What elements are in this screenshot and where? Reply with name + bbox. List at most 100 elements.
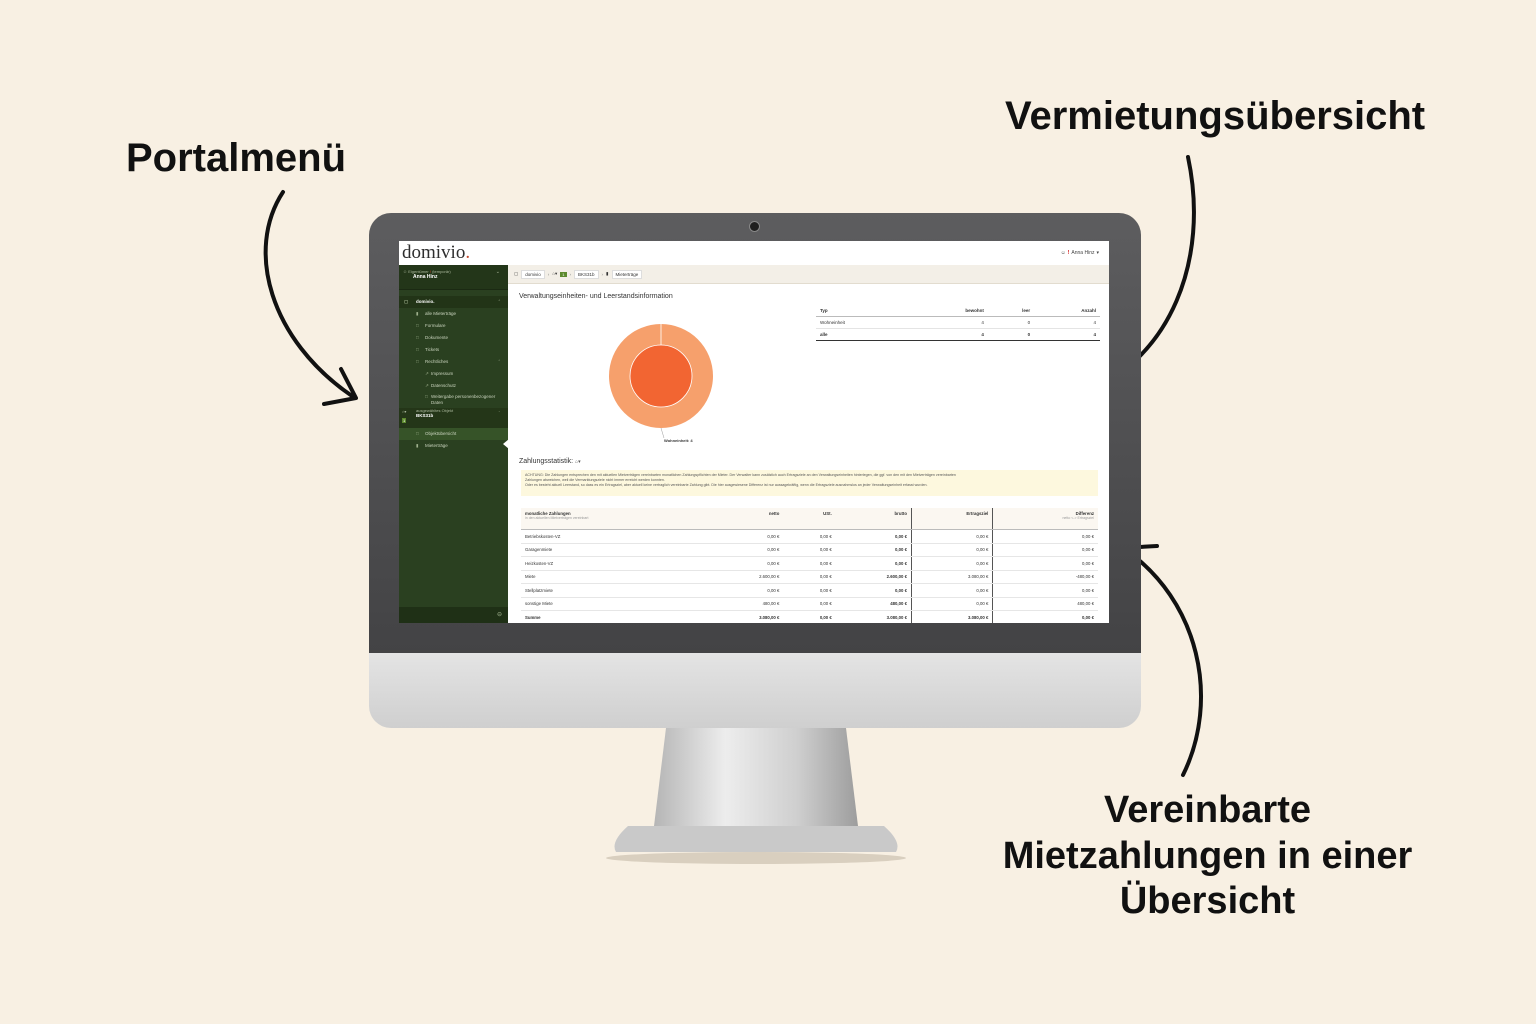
payments-cell-brutto: 2.600,00 € — [835, 570, 912, 584]
units-total-typ: alle — [816, 328, 912, 341]
payments-cell-netto: 0,00 € — [709, 529, 784, 544]
payments-cell-ust: 0,00 € — [783, 543, 836, 557]
payments-cell-label: Betriebskosten-VZ — [521, 529, 709, 544]
app-logo[interactable]: domivio. — [402, 242, 471, 263]
payments-cell-netto: 0,00 € — [709, 556, 784, 571]
breadcrumb-object[interactable]: BKS31b — [574, 269, 599, 279]
table-row: Miete 2.600,00 € 0,00 € 2.600,00 € 3.080… — [521, 570, 1098, 584]
breadcrumb: ▢ domivio › ⌂▾ 1 › BKS31b › ▮ Mieterträg… — [508, 265, 1109, 284]
user-menu[interactable]: ☺ ! Anna Hinz ▾ — [1061, 250, 1099, 256]
monitor-foot — [614, 826, 898, 852]
callout-mietzahlungen-line-1: Vereinbarte — [1104, 789, 1311, 831]
payments-cell-ertragsziel: 0,00 € — [910, 543, 993, 557]
payments-total-netto: 3.080,00 € — [709, 610, 784, 623]
units-col-typ: Typ — [816, 305, 912, 317]
sidebar-item-alle-mietertraege[interactable]: ▮alle Mieterträge — [399, 308, 508, 320]
payments-cell-differenz: 0,00 € — [992, 556, 1098, 571]
payments-cell-ertragsziel: 0,00 € — [910, 583, 993, 598]
units-cell-leer: 0 — [987, 316, 1035, 329]
payments-table: monatliche Zahlungen in den aktuellen Mi… — [521, 508, 1098, 623]
sidebar-item-mietertraege[interactable]: ▮Mieterträge — [399, 440, 508, 452]
payments-col-differenz-sub: netto <-> Ertragsziel — [1062, 516, 1094, 520]
collapse-icon[interactable]: ⊖ — [496, 612, 502, 618]
payments-col-label: monatliche Zahlungen in den aktuellen Mi… — [521, 508, 709, 530]
table-row: Betriebskosten-VZ 0,00 € 0,00 € 0,00 € 0… — [521, 529, 1098, 544]
payments-cell-ust: 0,00 € — [783, 597, 836, 611]
chevron-right-icon: › — [547, 271, 550, 277]
sidebar-owner[interactable]: ☺ Eigentümer ! (temporär) Anna Hinz ⌄ — [399, 265, 508, 290]
payments-cell-brutto: 0,00 € — [835, 529, 912, 544]
payments-col-brutto: brutto — [835, 508, 912, 530]
donut-label: Wohneinheit: 4 — [664, 438, 693, 443]
payments-total-brutto: 3.080,00 € — [835, 610, 912, 623]
building-icon: ▢ — [514, 271, 519, 276]
payments-cell-ertragsziel: 3.080,00 € — [910, 570, 993, 584]
home-filter-icon[interactable]: ⌂▾ — [575, 459, 581, 465]
breadcrumb-root[interactable]: domivio — [521, 269, 545, 279]
units-cell-bewohnt: 4 — [911, 316, 988, 329]
payments-cell-differenz: 480,00 € — [992, 597, 1098, 611]
payments-col-ertragsziel: Ertragsziel — [910, 508, 993, 530]
user-warning-icon: ! — [1067, 250, 1070, 256]
payments-cell-differenz: -480,00 € — [992, 570, 1098, 584]
chart-icon: ▮ — [416, 443, 419, 448]
donut-label-leader — [660, 427, 665, 439]
sidebar-item-objektuebersicht[interactable]: □Objektübersicht — [399, 428, 508, 440]
callout-vermietungsuebersicht: Vermietungsübersicht — [1005, 94, 1426, 138]
payments-cell-ust: 0,00 € — [783, 529, 836, 544]
units-section-title: Verwaltungseinheiten- und Leerstandsinfo… — [519, 293, 673, 300]
units-table: Typ bewohnt leer Anzahl Wohneinheit 4 0 … — [816, 305, 1100, 341]
form-icon: □ — [416, 323, 419, 328]
table-row: Wohneinheit 4 0 4 — [816, 316, 1100, 329]
sidebar-head-domivio[interactable]: ▢ domivio. ˆ — [399, 296, 508, 308]
units-donut-chart: Wohneinheit: 4 — [609, 324, 713, 443]
units-total-bewohnt: 4 — [911, 328, 988, 341]
units-col-leer: leer — [987, 305, 1035, 317]
monitor-camera — [749, 221, 760, 232]
units-cell-anzahl: 4 — [1034, 316, 1100, 329]
payments-col-ust: USt. — [783, 508, 836, 530]
breadcrumb-page[interactable]: Mieterträge — [611, 269, 643, 279]
callout-mietzahlungen-line-3: Übersicht — [1119, 880, 1296, 923]
sidebar-item-datenschutz[interactable]: ↗Datenschutz — [399, 380, 508, 392]
external-link-icon: ↗ — [425, 383, 429, 388]
chevron-up-icon: ˆ — [498, 299, 501, 304]
owner-name: Anna Hinz — [413, 274, 438, 280]
payments-cell-brutto: 0,00 € — [835, 583, 912, 598]
document-icon: □ — [425, 394, 428, 399]
home-icon[interactable]: ⌂▾ — [552, 271, 558, 276]
breadcrumb-count-badge: 1 — [560, 271, 567, 277]
chevron-down-icon: ⌄ — [495, 269, 500, 275]
arrow-mietzahlungen — [1121, 546, 1203, 777]
sidebar-item-dokumente[interactable]: □Dokumente — [399, 332, 508, 344]
chevron-right-icon: › — [601, 271, 604, 277]
sidebar-item-weitergabe[interactable]: □Weitergabe personenbezogener Daten — [425, 394, 496, 405]
payments-cell-label: Heizkosten-VZ — [521, 556, 709, 571]
user-icon: ☺ — [1060, 250, 1066, 256]
payments-col-label-sub: in den aktuellen Mietverträgen vereinbar… — [525, 516, 589, 520]
payments-cell-brutto: 0,00 € — [835, 543, 912, 557]
units-total-anzahl: 4 — [1034, 328, 1100, 341]
owner-role: Eigentümer — [408, 269, 429, 274]
payments-cell-label: Stellplatzmiete — [521, 583, 709, 598]
payments-cell-ertragsziel: 0,00 € — [910, 556, 993, 571]
sidebar-selected-object[interactable]: ⌂▾ ausgewähltes Objekt 1 BKS31b ˆ — [399, 408, 508, 428]
table-row: sonstige Miete 480,00 € 0,00 € 480,00 € … — [521, 597, 1098, 611]
sidebar-item-tickets[interactable]: □Tickets — [399, 344, 508, 356]
units-col-anzahl: Anzahl — [1034, 305, 1100, 317]
object-count-badge: 1 — [402, 418, 407, 423]
monitor-neck — [654, 728, 858, 826]
chevron-right-icon: › — [569, 271, 572, 277]
units-total-leer: 0 — [987, 328, 1035, 341]
owner-flag: (temporär) — [432, 269, 451, 274]
payments-total-ust: 0,00 € — [783, 610, 836, 623]
ticket-icon: □ — [416, 347, 419, 352]
overview-icon: □ — [416, 431, 419, 436]
sidebar-item-formulare[interactable]: □Formulare — [399, 320, 508, 332]
payments-total-ertragsziel: 3.080,00 € — [910, 610, 993, 623]
callout-portalmenu: Portalmenü — [126, 136, 347, 180]
units-cell-typ: Wohneinheit — [816, 316, 912, 329]
callout-mietzahlungen-line-2: Mietzahlungen in einer — [1002, 834, 1413, 877]
sidebar-item-impressum[interactable]: ↗Impressum — [399, 368, 508, 380]
